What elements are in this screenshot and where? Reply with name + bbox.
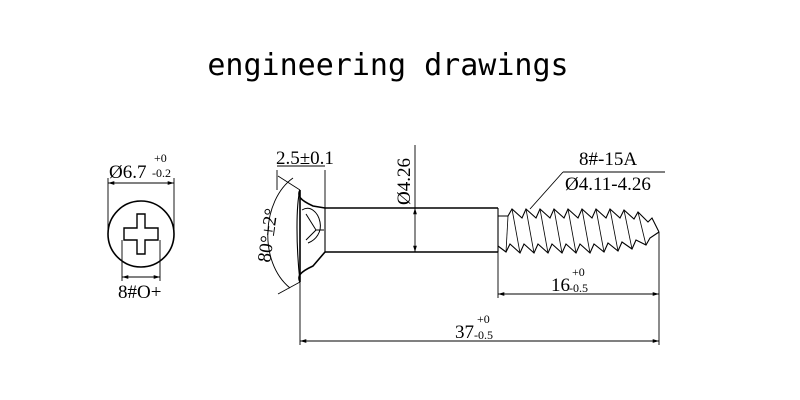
shank-diameter-label: Ø4.26: [394, 158, 415, 205]
thread-length-upper-tol: +0: [572, 265, 585, 279]
recess-side-detail: [301, 207, 324, 244]
drawing-title: engineering drawings: [207, 48, 568, 83]
screw-head-end-view: Ø6.7 +0 -0.2 8#O+: [107, 151, 175, 303]
total-length-label: 37: [455, 322, 474, 343]
total-length-lower-tol: -0.5: [474, 328, 493, 342]
thread-top-edge: [498, 208, 660, 233]
head-diameter-label: Ø6.7: [109, 162, 146, 183]
countersink-angle-arc: [267, 177, 294, 289]
head-diameter-upper-tol: +0: [154, 151, 167, 165]
thread-flanks: [505, 208, 647, 254]
thread-leader-line: [529, 171, 564, 210]
screw-side-view: 2.5±0.1 Ø4.26 80°±2° 8#-15A Ø4.11-4.26 1…: [254, 145, 665, 345]
thread-spec-label: 8#-15A: [579, 149, 637, 170]
head-height-label: 2.5±0.1: [276, 148, 334, 169]
thread-length-label: 16: [551, 275, 570, 296]
thread-bottom-edge: [497, 231, 660, 254]
total-length-upper-tol: +0: [477, 312, 490, 326]
countersink-angle-label: 80°±2°: [254, 207, 282, 264]
phillips-recess-icon: [123, 213, 159, 255]
head-diameter-lower-tol: -0.2: [152, 166, 171, 180]
head-outline-circle: [107, 200, 175, 268]
drive-size-label: 8#O+: [118, 282, 161, 303]
countersunk-head: [298, 189, 326, 283]
thread-length-lower-tol: -0.5: [569, 281, 588, 295]
thread-diameter-label: Ø4.11-4.26: [565, 174, 651, 195]
